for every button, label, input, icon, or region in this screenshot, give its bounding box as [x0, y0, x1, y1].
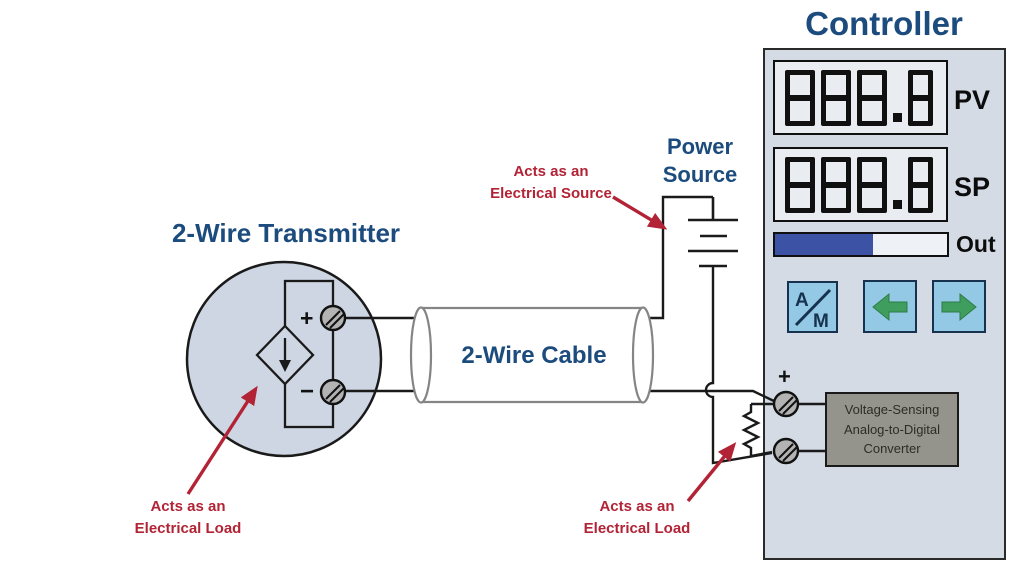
- transmitter-title: 2-Wire Transmitter: [171, 218, 401, 248]
- arrow-to-transmitter-load: [186, 385, 258, 495]
- left-arrow-icon: [872, 292, 908, 321]
- right-arrow-icon: [941, 292, 977, 321]
- output-bar-fill: [775, 234, 874, 255]
- sp-display: [773, 147, 948, 222]
- transmitter-plus-terminal: [319, 304, 347, 332]
- out-label: Out: [956, 231, 996, 257]
- terminal-screws: [319, 304, 800, 465]
- sp-label: SP: [954, 172, 991, 202]
- transmitter-plus-sign: +: [300, 305, 314, 331]
- current-arrow-icon: [279, 360, 291, 372]
- annotation-electrical-source: Acts as an Electrical Source: [490, 163, 612, 202]
- cable-label: 2-Wire Cable: [461, 342, 607, 369]
- svg-text:M: M: [813, 311, 829, 330]
- resistor-symbol: [741, 404, 761, 456]
- auto-manual-button[interactable]: A M: [787, 281, 838, 333]
- pv-display: [773, 60, 948, 135]
- transmitter-minus-sign: −: [300, 378, 315, 405]
- circuit-wires: [345, 195, 825, 465]
- right-arrow-button[interactable]: [932, 280, 986, 333]
- controller-plus-sign: +: [778, 364, 791, 389]
- output-bar: [773, 232, 949, 257]
- power-source-label: Power Source: [662, 134, 738, 187]
- battery-symbol: [688, 197, 738, 268]
- svg-text:A: A: [795, 290, 809, 311]
- left-arrow-button[interactable]: [863, 280, 917, 333]
- transmitter-symbol: [185, 260, 383, 458]
- controller-title: Controller: [805, 5, 963, 42]
- auto-manual-icon: A M: [794, 288, 831, 330]
- arrow-to-controller-load: [686, 442, 737, 503]
- pv-label: PV: [954, 85, 991, 115]
- transmitter-minus-terminal: [319, 378, 347, 406]
- arrow-to-power-source: [612, 195, 668, 230]
- current-source-diamond: [255, 324, 315, 386]
- annotation-electrical-load-controller: Acts as an Electrical Load: [583, 498, 691, 537]
- annotation-electrical-load-transmitter: Acts as an Electrical Load: [134, 498, 242, 537]
- adc-converter-box: Voltage-Sensing Analog-to-Digital Conver…: [825, 392, 959, 467]
